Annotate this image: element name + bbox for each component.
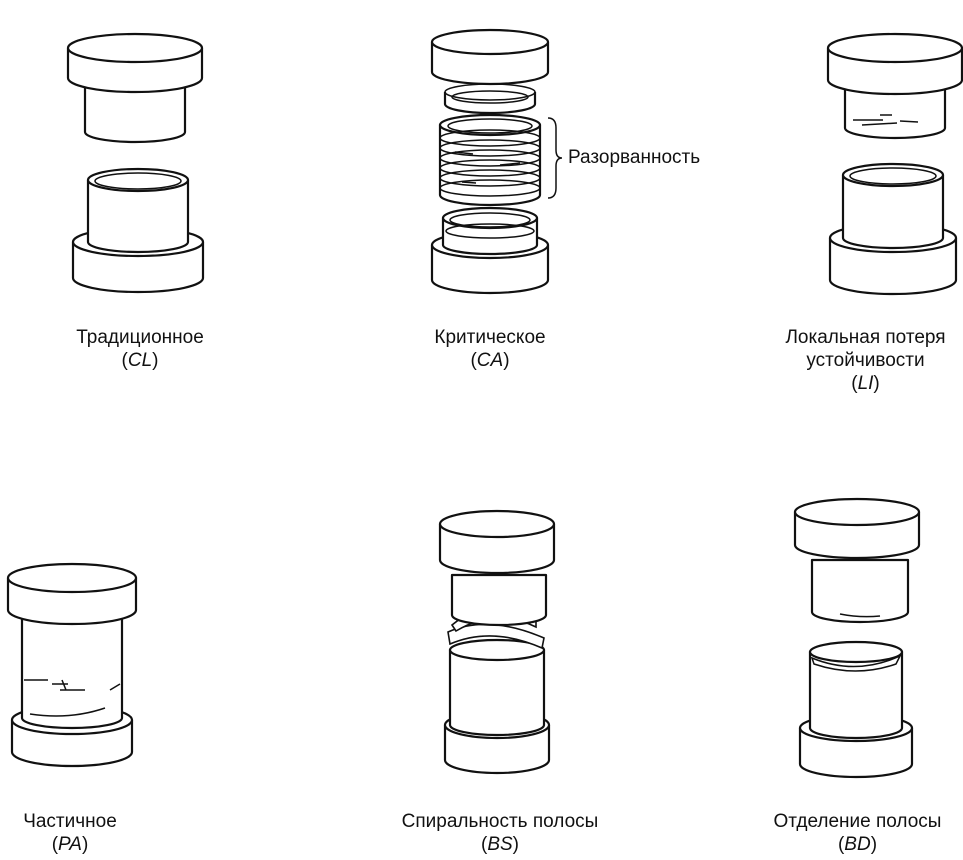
caption-cl-code: (CL): [121, 350, 159, 371]
specimen-ca: [430, 28, 563, 295]
caption-li-line1: Локальная потеря: [785, 327, 946, 348]
specimen-li: [826, 32, 963, 296]
caption-pa-code: (PA): [51, 834, 89, 855]
specimen-pa: [6, 562, 138, 768]
caption-pa: Частичное (PA): [0, 810, 140, 856]
caption-pa-name: Частичное: [23, 811, 117, 832]
caption-li-line2: устойчивости: [806, 350, 925, 371]
caption-li: Локальная потеря устойчивости (LI): [768, 326, 963, 395]
caption-bs-code: (BS): [480, 834, 519, 855]
caption-li-code: (LI): [851, 373, 880, 394]
caption-bd: Отделение полосы (BD): [755, 810, 960, 856]
specimen-bs: [438, 509, 556, 775]
caption-ca: Критическое (CA): [400, 326, 580, 372]
caption-bd-code: (BD): [837, 834, 878, 855]
caption-cl-name: Традиционное: [76, 327, 204, 348]
caption-ca-name: Критическое: [434, 327, 546, 348]
caption-ca-code: (CA): [470, 350, 510, 371]
caption-bd-name: Отделение полосы: [773, 811, 942, 832]
caption-bs: Спиральность полосы (BS): [390, 810, 610, 856]
callout-ca: Разорванность: [568, 147, 701, 168]
specimen-bd: [793, 497, 921, 779]
caption-cl: Традиционное (CL): [60, 326, 220, 372]
caption-bs-name: Спиральность полосы: [401, 811, 599, 832]
specimen-cl: [66, 32, 205, 294]
